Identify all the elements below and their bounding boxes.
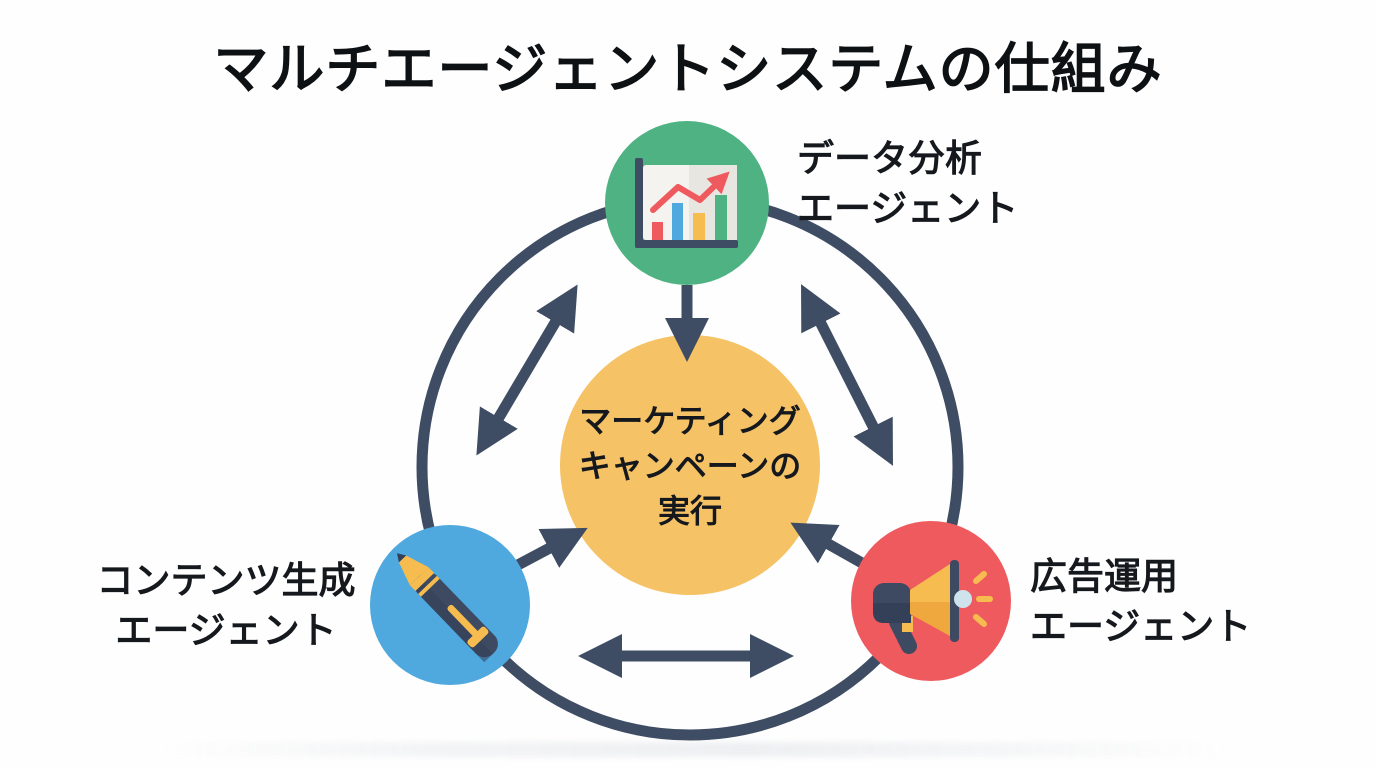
pen-icon bbox=[396, 553, 498, 663]
data-analysis-agent-node bbox=[605, 121, 769, 285]
ad-operations-agent-node bbox=[851, 521, 1011, 681]
arrow-ad-to-center bbox=[790, 522, 865, 568]
center-task-line3: 実行 bbox=[657, 492, 722, 530]
content-generation-agent-label-line2: エージェント bbox=[115, 609, 337, 652]
data-analysis-agent-label: データ分析 エージェント bbox=[797, 134, 1018, 234]
megaphone-icon bbox=[873, 560, 993, 654]
content-generation-agent-label-line1: コンテンツ生成 bbox=[96, 559, 356, 602]
content-generation-agent-node bbox=[370, 525, 530, 685]
diagram-title: マルチエージェントシステムの仕組み bbox=[213, 37, 1163, 101]
ad-operations-agent-label-line2: エージェント bbox=[1030, 605, 1252, 648]
center-task-label: マーケティング キャンペーンの 実行 bbox=[553, 399, 827, 534]
center-task-line2: キャンペーンの bbox=[578, 447, 802, 485]
ad-operations-agent-label: 広告運用 エージェント bbox=[1030, 552, 1251, 652]
center-task-line1: マーケティング bbox=[579, 402, 801, 440]
arrow-content-data-bidirectional bbox=[476, 284, 578, 456]
content-generation-agent-label: コンテンツ生成 エージェント bbox=[70, 556, 382, 656]
watermark-smudge bbox=[160, 742, 1230, 757]
arrow-content-to-center bbox=[511, 527, 588, 572]
data-analysis-agent-label-line1: データ分析 bbox=[797, 137, 982, 180]
ad-operations-agent-label-line1: 広告運用 bbox=[1030, 555, 1178, 598]
bar-chart-icon bbox=[635, 158, 738, 248]
data-analysis-agent-label-line2: エージェント bbox=[797, 187, 1019, 230]
arrow-data-ad-bidirectional bbox=[801, 284, 893, 466]
center-task-circle bbox=[560, 335, 820, 595]
